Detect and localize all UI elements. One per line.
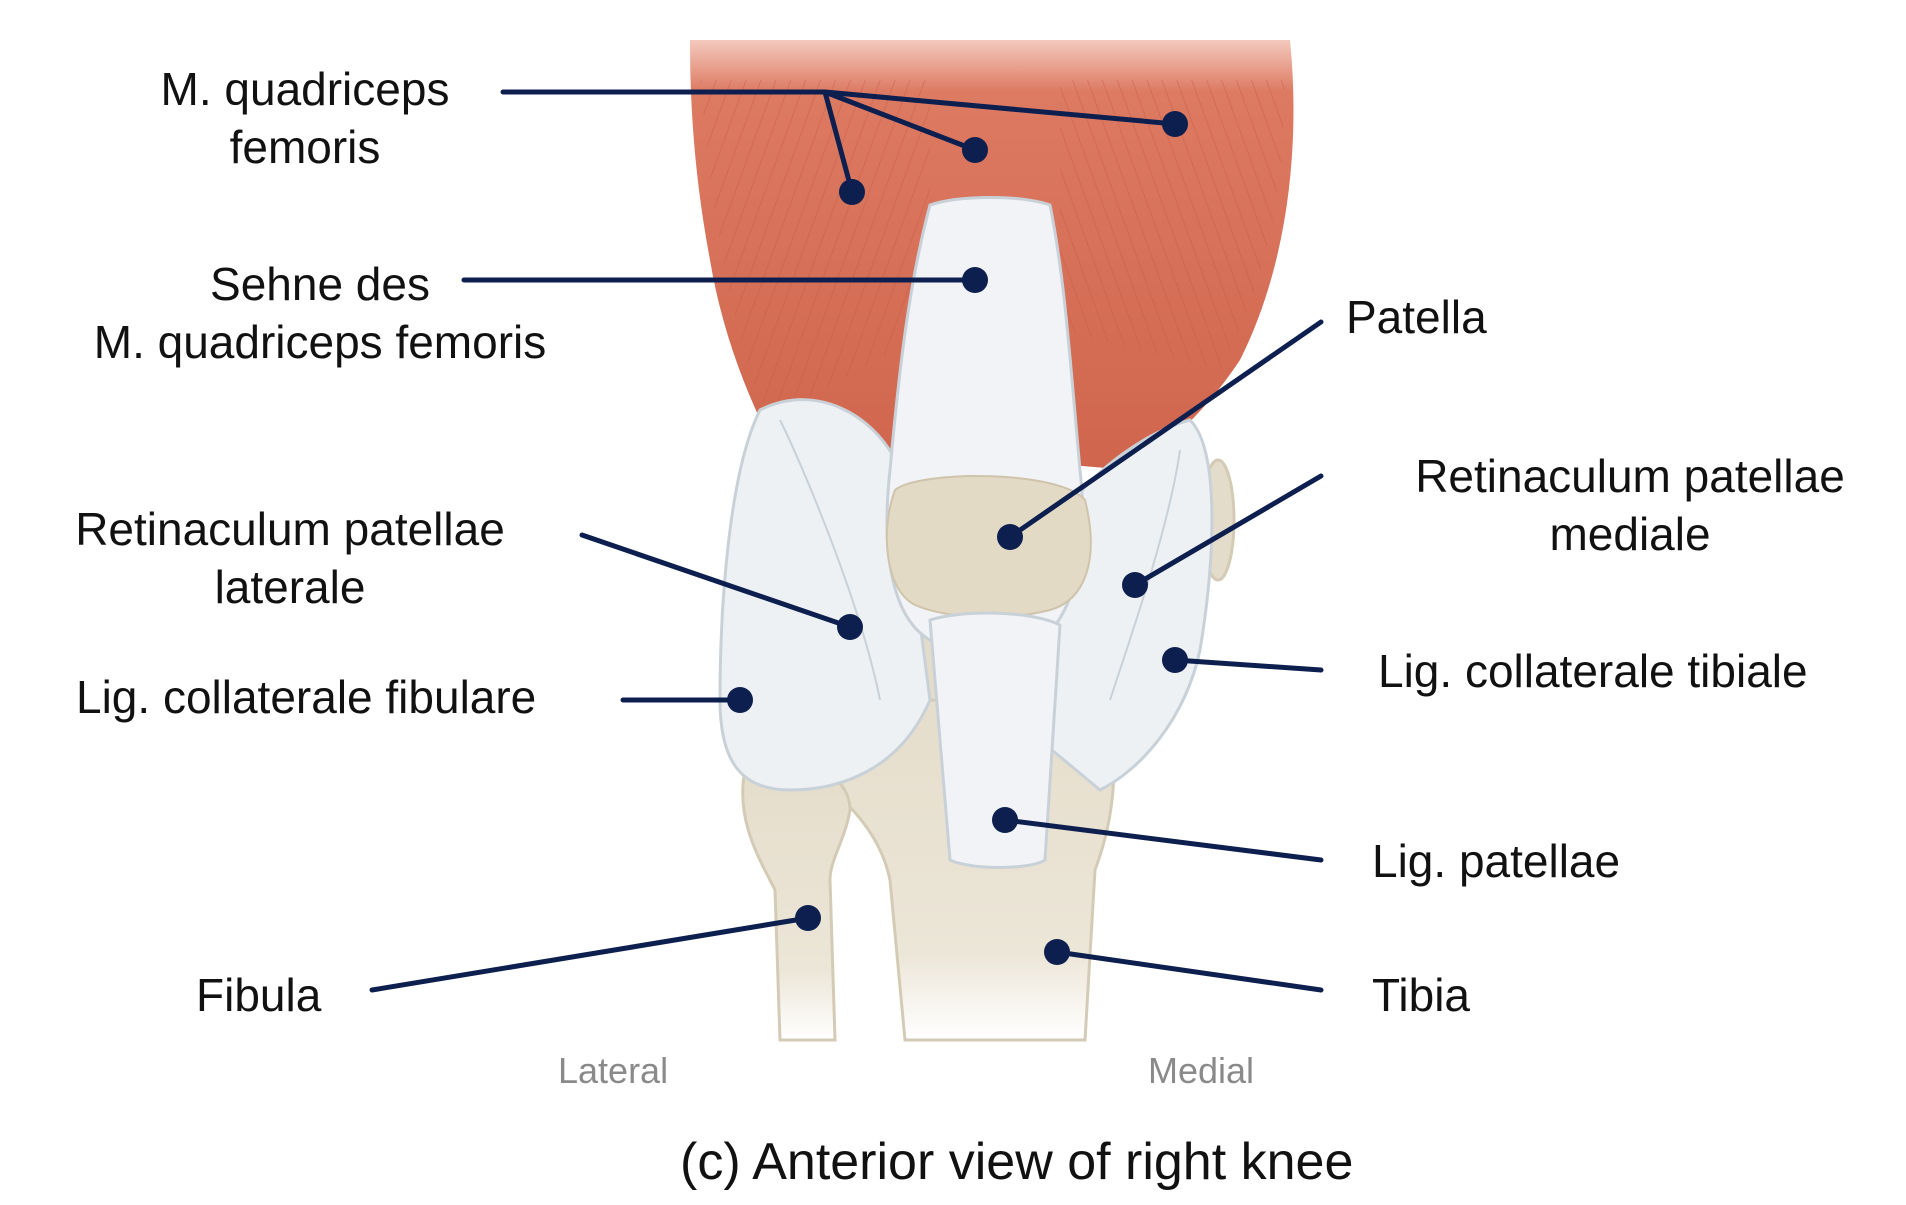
dot-quadriceps-1 [839, 179, 865, 205]
label-quadriceps-tendon: Sehne des M. quadriceps femoris [60, 255, 580, 371]
label-quadriceps-tendon-line1: Sehne des [210, 258, 430, 310]
label-retinaculum-lateral-line2: laterale [214, 561, 366, 613]
dot-lig-collateral-fibular [727, 687, 753, 713]
label-retinaculum-medial: Retinaculum patellae mediale [1385, 447, 1875, 563]
leader-patella [1007, 319, 1324, 540]
dot-tibia [1044, 939, 1070, 965]
ligament-sheets [718, 398, 1214, 792]
figure-caption: (c) Anterior view of right knee [680, 1133, 1354, 1191]
label-retinaculum-medial-line2: mediale [1549, 508, 1711, 560]
label-quadriceps: M. quadriceps femoris [130, 60, 480, 176]
leader-quadriceps-2 [822, 89, 978, 153]
leader-retinaculum-medial [1132, 473, 1324, 588]
dot-lig-patellae [992, 807, 1018, 833]
dot-quadriceps-2 [962, 137, 988, 163]
dot-quadriceps-3 [1162, 111, 1188, 137]
label-lig-collateral-fibular: Lig. collaterale fibulare [76, 671, 537, 723]
leader-lig-patellae [1002, 817, 1324, 863]
pointer-dots [727, 111, 1188, 965]
label-lig-collateral-tibial: Lig. collaterale tibiale [1378, 645, 1808, 697]
leader-quadriceps-3 [822, 89, 1178, 127]
dot-fibula [795, 905, 821, 931]
label-quadriceps-line1: M. quadriceps [160, 63, 450, 115]
leader-quadriceps-1 [822, 89, 855, 195]
label-retinaculum-lateral: Retinaculum patellae laterale [40, 500, 540, 616]
label-lig-patellae: Lig. patellae [1372, 835, 1621, 887]
label-patella: Patella [1346, 291, 1487, 343]
label-fibula: Fibula [196, 969, 322, 1021]
orientation-medial: Medial [1148, 1050, 1255, 1091]
leader-tibia [1054, 949, 1324, 993]
dot-lig-collateral-tibial [1162, 647, 1188, 673]
dot-retinaculum-medial [1122, 572, 1148, 598]
patellar-complex [885, 196, 1092, 869]
leader-lines [369, 89, 1324, 993]
orientation-lateral: Lateral [558, 1050, 669, 1091]
fibula-bone [741, 758, 852, 1042]
label-tibia: Tibia [1372, 969, 1470, 1021]
dot-retinaculum-lateral [837, 614, 863, 640]
leader-retinaculum-lateral [579, 532, 853, 630]
label-quadriceps-line2: femoris [229, 121, 381, 173]
label-retinaculum-medial-line1: Retinaculum patellae [1415, 450, 1845, 502]
dot-quadriceps-tendon [962, 267, 988, 293]
leader-lig-collateral-tibial [1172, 657, 1324, 673]
label-retinaculum-lateral-line1: Retinaculum patellae [75, 503, 505, 555]
leader-fibula [369, 915, 811, 993]
label-quadriceps-tendon-line2: M. quadriceps femoris [93, 316, 547, 368]
dot-patella [997, 524, 1023, 550]
